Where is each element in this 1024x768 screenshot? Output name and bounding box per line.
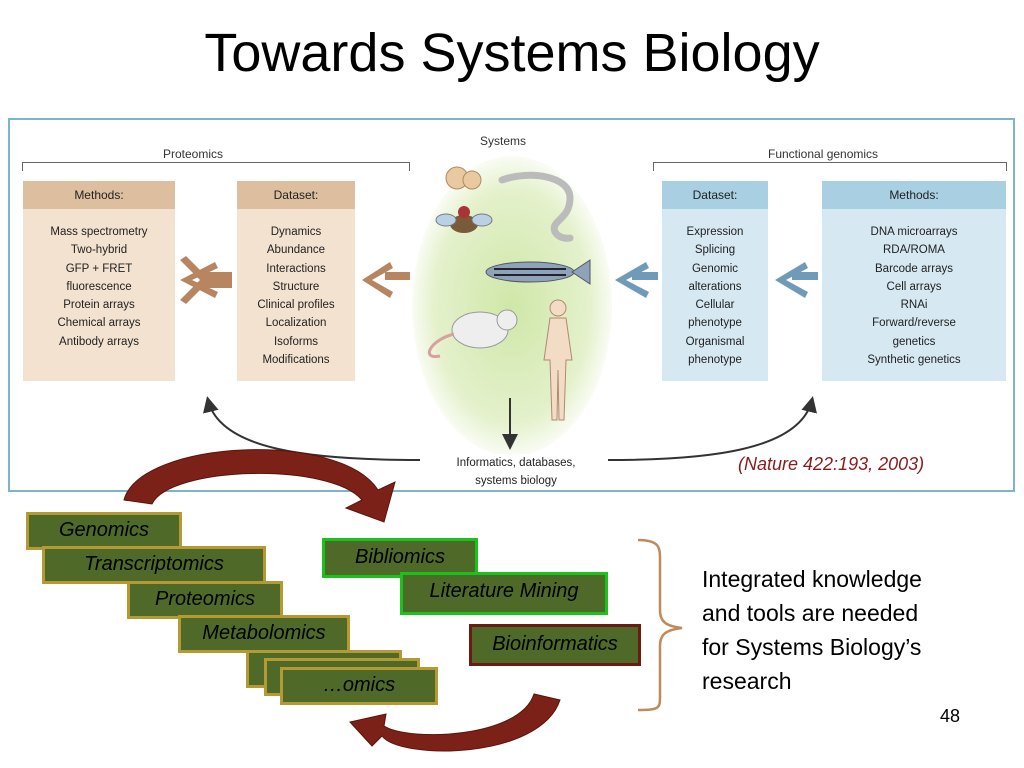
systems-label: Systems [480, 134, 527, 148]
proteomics-dataset-box: Dataset: Dynamics Abundance Interactions… [237, 181, 355, 381]
systems-biology-figure: Proteomics Systems Functional genomics M… [8, 118, 1015, 492]
list-item: Organismal [685, 335, 745, 348]
list-item: Antibody arrays [59, 335, 139, 348]
side-text-line: and tools are needed [702, 600, 919, 626]
list-item: RDA/ROMA [883, 244, 945, 257]
list-item: Splicing [694, 244, 736, 257]
list-item: Cell arrays [886, 280, 942, 293]
side-text-line: Integrated knowledge [702, 566, 922, 592]
yeast-icon [445, 166, 482, 190]
curve-arrow-right [607, 396, 817, 461]
list-item: alterations [688, 280, 742, 293]
list-item: Barcode arrays [875, 262, 953, 275]
tan-arrow-left [180, 256, 232, 304]
mouse-icon [427, 309, 518, 358]
fly-icon [435, 206, 493, 233]
proteomics-dataset-header: Dataset: [237, 181, 355, 209]
worm-icon [498, 171, 574, 242]
blue-arrow-right [775, 262, 818, 298]
list-item: Synthetic genetics [867, 354, 961, 367]
blue-arrow-left [615, 262, 658, 298]
list-item: Cellular [695, 299, 735, 312]
list-item: Mass spectrometry [50, 226, 148, 238]
list-item: Clinical profiles [257, 299, 335, 312]
list-item: Isoforms [273, 335, 319, 348]
top-curved-arrow [123, 449, 396, 523]
list-item: Expression [686, 226, 744, 238]
bioinformatics-box: Bioinformatics [469, 624, 641, 666]
tan-arrow-right [362, 262, 410, 298]
list-item: Genomic [691, 262, 739, 275]
list-item: Localization [265, 317, 327, 330]
right-brace [637, 538, 683, 712]
proteomics-label: Proteomics [155, 147, 232, 161]
proteomics-box: Proteomics [127, 581, 283, 619]
list-item: Abundance [266, 244, 326, 257]
functional-dataset-list: Expression Splicing Genomic alterations … [662, 209, 768, 381]
bibliomics-box: Bibliomics [322, 538, 478, 578]
side-text: Integrated knowledge and tools are neede… [702, 562, 922, 698]
curve-arrow-left [203, 396, 421, 461]
list-item: Dynamics [270, 226, 322, 238]
functional-methods-list: DNA microarrays RDA/ROMA Barcode arrays … [822, 209, 1006, 381]
functional-methods-header: Methods: [822, 181, 1006, 209]
informatics-label-line: systems biology [475, 475, 557, 487]
human-icon [543, 299, 573, 421]
citation: (Nature 422:193, 2003) [738, 454, 925, 474]
figure-arrows [180, 166, 818, 461]
list-item: Chemical arrays [57, 317, 141, 330]
proteomics-dataset-list: Dynamics Abundance Interactions Structur… [237, 209, 355, 381]
functional-genomics-bracket [653, 162, 1007, 171]
list-item: Modifications [262, 354, 330, 367]
functional-genomics-label: Functional genomics [760, 147, 887, 161]
genomics-box: Genomics [26, 512, 182, 550]
functional-dataset-header: Dataset: [662, 181, 768, 209]
side-text-line: research [702, 668, 792, 694]
list-item: genetics [892, 335, 936, 348]
list-item: phenotype [688, 354, 742, 367]
list-item: GFP + FRET [65, 262, 133, 275]
list-item: Protein arrays [63, 299, 135, 312]
list-item: Structure [272, 280, 320, 293]
page-number: 48 [940, 706, 961, 726]
transcriptomics-box: Transcriptomics [42, 546, 266, 584]
list-item: RNAi [900, 299, 928, 312]
informatics-label-line: Informatics, databases, [456, 457, 576, 469]
list-item: Two-hybrid [70, 244, 128, 257]
side-text-line: for Systems Biology’s [702, 634, 922, 660]
proteomics-methods-box: Methods: Mass spectrometry Two-hybrid GF… [23, 181, 175, 381]
functional-dataset-box: Dataset: Expression Splicing Genomic alt… [662, 181, 768, 381]
list-item: phenotype [688, 317, 742, 330]
list-item: Interactions [266, 262, 326, 275]
zebrafish-icon [485, 259, 591, 285]
proteomics-methods-header: Methods: [23, 181, 175, 209]
proteomics-methods-list: Mass spectrometry Two-hybrid GFP + FRET … [23, 209, 175, 381]
bottom-curved-arrow [349, 693, 561, 752]
etc-omics-box: …omics [280, 667, 438, 705]
literature-mining-box: Literature Mining [400, 572, 608, 615]
list-item: Forward/reverse [872, 317, 956, 330]
metabolomics-box: Metabolomics [178, 615, 350, 653]
proteomics-bracket [22, 162, 410, 171]
informatics-label: Informatics, databases, systems biology [428, 454, 604, 490]
list-item: DNA microarrays [870, 226, 958, 238]
functional-methods-box: Methods: DNA microarrays RDA/ROMA Barcod… [822, 181, 1006, 381]
systems-glow [412, 156, 612, 456]
slide-title: Towards Systems Biology [204, 23, 820, 83]
list-item: fluorescence [66, 280, 132, 293]
